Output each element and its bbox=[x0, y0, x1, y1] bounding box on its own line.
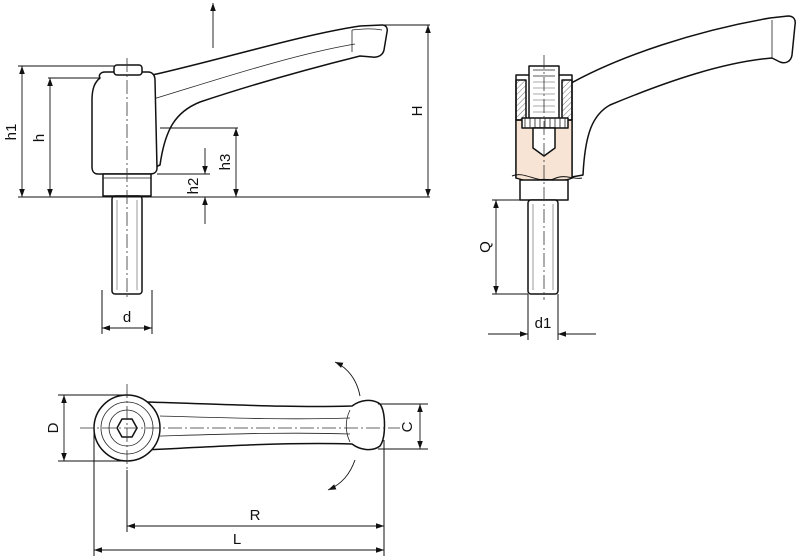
dim-C-label: C bbox=[399, 421, 416, 432]
side-hub bbox=[91, 71, 158, 175]
side-view: h1 h h3 h2 H d bbox=[3, 3, 431, 334]
side-lever-tip bbox=[351, 28, 383, 52]
dim-H-label: H bbox=[409, 106, 426, 117]
section-view: Q d1 bbox=[477, 15, 796, 340]
dim-d1-label: d1 bbox=[535, 315, 552, 332]
side-lever-arm bbox=[147, 24, 388, 169]
dim-L-label: L bbox=[233, 531, 241, 548]
dim-h1-label: h1 bbox=[3, 124, 20, 141]
dim-R-label: R bbox=[250, 507, 261, 524]
side-lever-inner-edge bbox=[149, 43, 356, 101]
top-view: D C R L bbox=[45, 361, 428, 556]
top-lever-arm bbox=[145, 399, 386, 451]
dim-h3-label: h3 bbox=[217, 154, 234, 171]
rotation-arrow-bottom bbox=[327, 459, 356, 491]
dim-h-label: h bbox=[31, 134, 48, 142]
dim-Q-label: Q bbox=[477, 241, 494, 253]
section-break-line bbox=[511, 174, 583, 181]
side-top-boss bbox=[113, 64, 143, 76]
section-inner-bore bbox=[532, 127, 556, 157]
rotation-arrow-top bbox=[334, 361, 361, 397]
dim-D-label: D bbox=[45, 422, 62, 433]
dim-h2-label: h2 bbox=[185, 178, 202, 195]
section-lever-arm bbox=[565, 15, 796, 179]
dim-d-label: d bbox=[123, 309, 131, 326]
section-threaded-stud bbox=[527, 199, 559, 295]
